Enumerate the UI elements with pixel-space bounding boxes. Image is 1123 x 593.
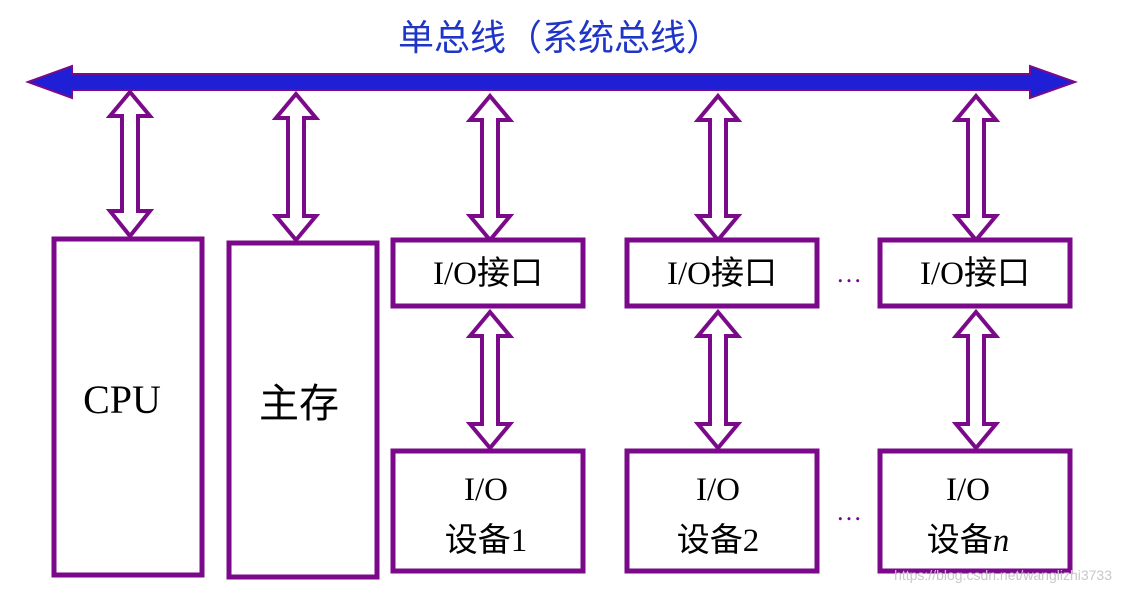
- interfacen-device-arrow: [951, 308, 1001, 452]
- interface1-device-arrow: [465, 308, 515, 452]
- system-bus: [25, 64, 1078, 100]
- device1-line1: I/O: [464, 472, 508, 508]
- interface1-box: [390, 237, 586, 309]
- interface-ellipsis: …: [836, 259, 862, 288]
- interface2-bus-arrow: [693, 92, 743, 244]
- devicen-line1: I/O: [946, 472, 990, 508]
- memory-label: 主存: [259, 381, 339, 426]
- bus-title: 单总线（系统总线）: [398, 18, 722, 59]
- devicen-line2: 设备n: [927, 522, 1010, 559]
- device2-line1: I/O: [696, 472, 740, 508]
- devicen-box: [877, 448, 1073, 574]
- interface2-label: I/O接口: [667, 256, 777, 292]
- interface1-label: I/O接口: [433, 256, 543, 292]
- device2-line2: 设备2: [677, 522, 760, 559]
- memory-box: [226, 240, 380, 580]
- cpu-box: [51, 236, 205, 578]
- interfacen-bus-arrow: [951, 92, 1001, 244]
- cpu-label: CPU: [83, 377, 161, 422]
- interfacen-label: I/O接口: [920, 256, 1030, 292]
- interfacen-box: [877, 237, 1073, 309]
- interface2-device-arrow: [693, 308, 743, 452]
- device1-box: [390, 448, 586, 574]
- device1-line2: 设备1: [445, 522, 528, 559]
- interface2-box: [624, 237, 820, 309]
- memory-bus-arrow: [271, 90, 321, 244]
- cpu-bus-arrow: [105, 88, 155, 240]
- watermark-text: https://blog.csdn.net/wanglizhi3733: [894, 567, 1112, 583]
- interface1-bus-arrow: [465, 92, 515, 244]
- device2-box: [624, 448, 820, 574]
- device-ellipsis: …: [836, 497, 862, 526]
